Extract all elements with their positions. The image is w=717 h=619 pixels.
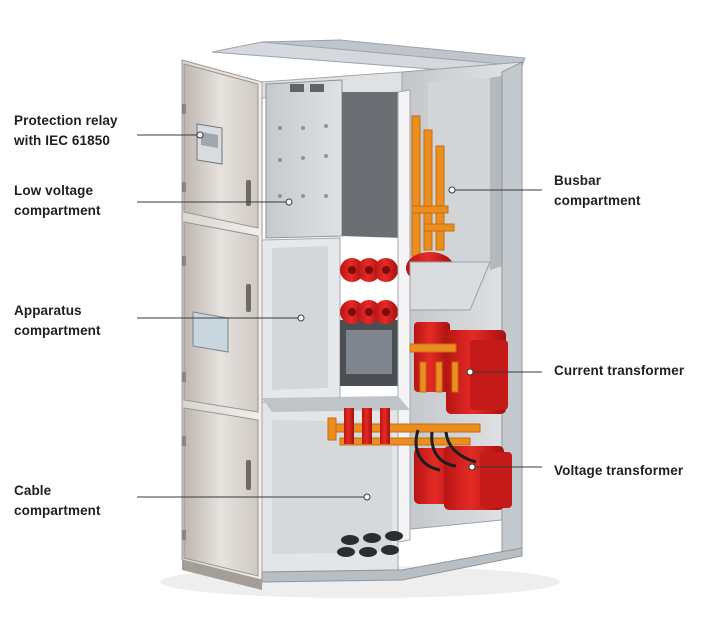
label-line: Current transformer [554,363,685,378]
label-low-voltage-compartment: Low voltage compartment [14,181,101,221]
cable-busbars [327,417,481,446]
label-cable-compartment: Cable compartment [14,481,101,521]
cable-terminations [337,531,403,557]
label-line: compartment [14,323,101,338]
door-handle [246,284,251,312]
post-insulators [344,408,390,444]
arc-deflector [409,261,491,311]
label-line: compartment [14,203,101,218]
apparatus-floor [262,396,410,412]
label-line: Voltage transformer [554,463,684,478]
door-hinges [182,104,186,540]
label-line: compartment [554,193,641,208]
label-line: compartment [14,503,101,518]
base-plinth [182,560,262,590]
ct-terminals [409,343,459,393]
door-handle [246,460,251,490]
busbars [411,115,455,257]
label-busbar-compartment: Busbar compartment [554,171,641,211]
lv-terminal-holes [278,124,328,198]
label-apparatus-compartment: Apparatus compartment [14,301,101,341]
cable-compartment-inner [272,420,392,554]
leader-lines [137,134,542,498]
roof-rail [261,39,526,67]
breaker-mechanism [346,330,392,374]
lv-connector-icon [310,84,324,92]
lv-connector-icon [290,84,304,92]
label-line: with IEC 61850 [14,133,110,148]
label-voltage-transformer: Voltage transformer [554,461,683,481]
lv-back-gap [342,92,402,238]
relay-screen [201,132,218,148]
leader-dots [196,131,476,501]
label-line: Apparatus [14,303,82,318]
cable-door [183,407,259,577]
viewing-window [192,311,229,353]
label-current-transformer: Current transformer [554,361,684,381]
spout-insulators [340,258,398,324]
vt-cables [414,429,477,472]
label-line: Low voltage [14,183,94,198]
label-protection-relay: Protection relay with IEC 61850 [14,111,118,151]
label-line: Protection relay [14,113,118,128]
label-line: Busbar [554,173,602,188]
label-line: Cable [14,483,52,498]
door-handle [246,180,251,206]
central-partition [397,89,411,543]
